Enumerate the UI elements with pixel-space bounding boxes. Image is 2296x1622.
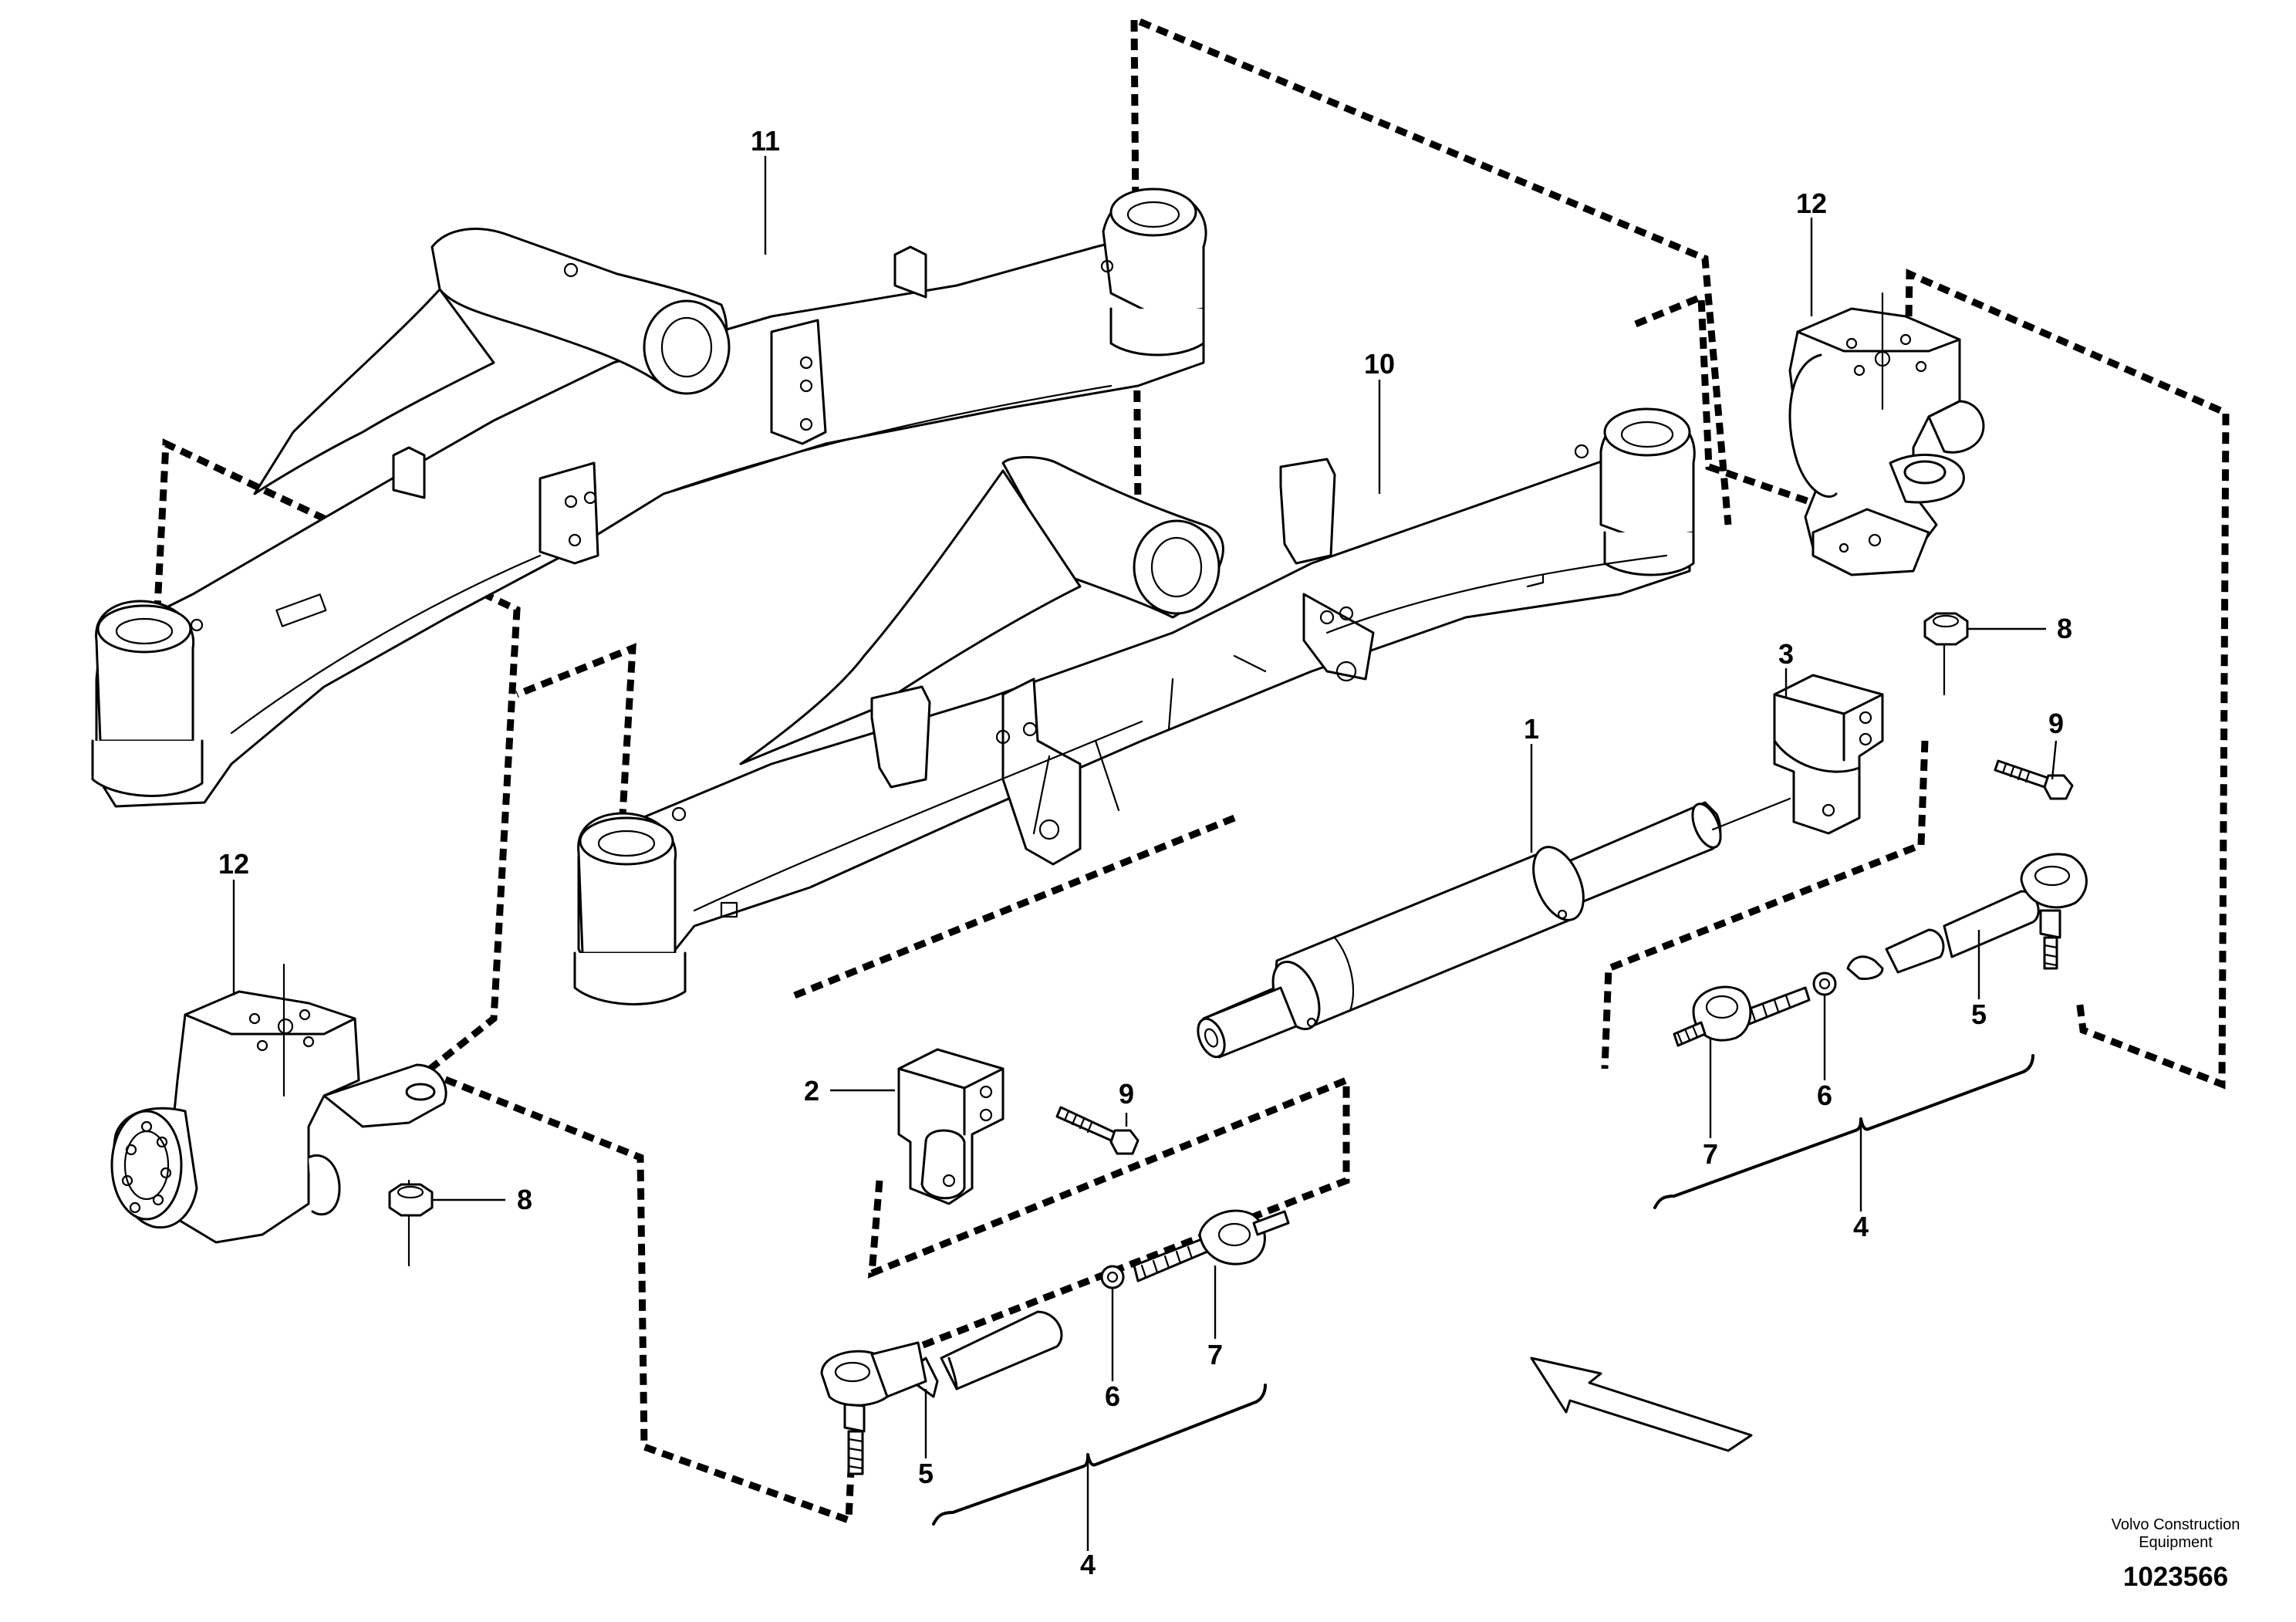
nut-8-left [388,1183,434,1217]
bolt-9-left [1055,1106,1140,1155]
callout-10: 10 [1364,348,1395,380]
tie-rod-assembly-4-right [1673,853,2088,1047]
footer: Volvo Construction Equipment 1023566 [2112,1516,2240,1592]
nut-8-right [1923,612,1969,646]
callout-labels: 11 10 12 12 1 2 3 8 8 9 9 6 7 5 4 6 7 5 … [218,125,2072,1580]
callout-7-right: 7 [1703,1138,1718,1170]
tie-rod-assembly-4-left [820,1209,1290,1475]
callout-12-left: 12 [218,848,249,880]
steering-cylinder-1 [1197,797,1791,1059]
bolt-9-right [1994,759,2074,800]
steering-knuckle-12-right [1788,292,1985,696]
callout-6-left: 6 [1105,1380,1120,1412]
group-bracket-4-right [1653,1054,2034,1209]
callout-4-right: 4 [1853,1211,1869,1242]
group-bracket-4-left [932,1384,1267,1526]
rear-axle-10 [573,407,1696,1005]
callout-5-left: 5 [918,1458,934,1489]
leader-lines [232,156,2058,1458]
callout-5-right: 5 [1971,999,1987,1030]
dashed-line-knuckle12-left [427,1069,856,1526]
dashed-line-cylinder-left [793,814,1236,999]
brand-line-2: Equipment [2139,1534,2213,1551]
dashed-line-axle10-right [1634,292,1811,505]
callout-7-left: 7 [1207,1339,1223,1370]
callout-8-right: 8 [2057,613,2072,644]
dashed-line-axle10-left [515,643,636,969]
callout-9-left: 9 [1119,1078,1134,1110]
bracket-2 [897,1048,1004,1205]
callout-2: 2 [804,1075,819,1107]
steering-knuckle-12-left [110,963,447,1267]
callout-6-right: 6 [1817,1080,1832,1111]
callout-11: 11 [751,125,780,157]
dashed-line-cylinder-right [1601,740,1929,1070]
callout-8-left: 8 [517,1184,532,1215]
front-axle-11 [91,188,1207,808]
dashed-line-bracket2 [867,1075,1350,1366]
callout-4-left: 4 [1080,1549,1096,1580]
callout-9-right: 9 [2048,708,2064,739]
callout-3: 3 [1778,638,1794,670]
dashed-line-axle11-left [150,438,521,1080]
brand-line-1: Volvo Construction [2112,1516,2240,1533]
callout-1: 1 [1524,713,1539,745]
dashed-line-knuckle12-right [1902,269,2230,1090]
callout-12-right: 12 [1796,188,1827,219]
direction-arrow [1530,1357,1753,1452]
bracket-3 [1773,674,1884,835]
document-number: 1023566 [2123,1562,2228,1592]
